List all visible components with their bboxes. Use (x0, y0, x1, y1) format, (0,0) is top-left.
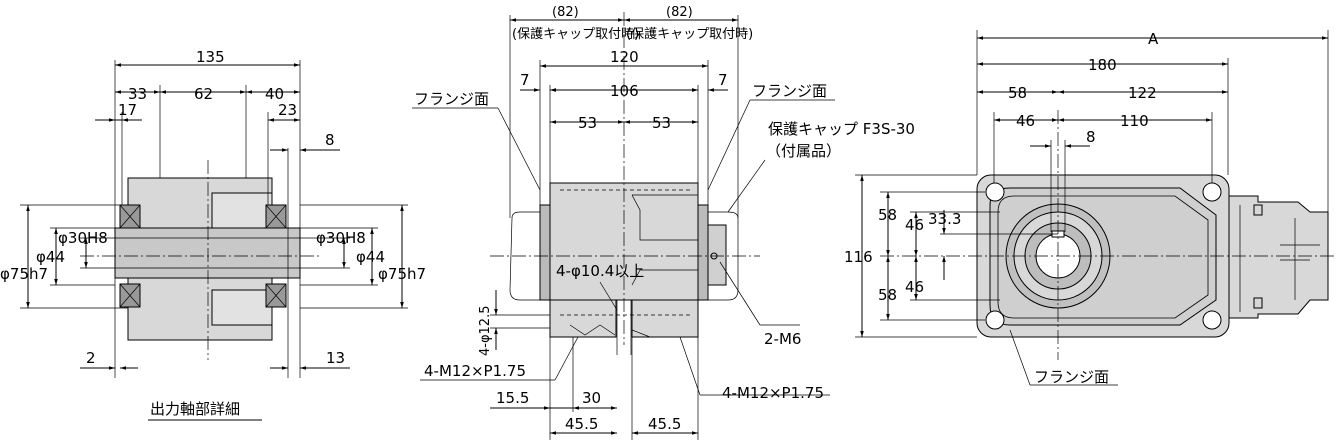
foot-left (549, 299, 617, 338)
left-view: 135 33 62 40 17 23 8 φ75h7 φ44 φ30H8 φ75… (0, 48, 426, 421)
dim-46-upper: 46 (905, 216, 924, 234)
dim-122: 122 (1128, 84, 1157, 102)
bearing-bottom-right (265, 283, 287, 308)
label-m6: 2-M6 (764, 330, 801, 348)
dim-8: 8 (325, 131, 335, 149)
dim-82-left: (82) (552, 5, 579, 20)
dim-phi44-left: φ44 (36, 248, 65, 266)
label-holes: 4-φ10.4以上 (556, 262, 644, 280)
dim-82-left-note: (保護キャップ取付時) (512, 26, 639, 42)
label-flange-left: フランジ面 (414, 90, 489, 108)
label-cap: 保護キャップ F3S-30 (768, 120, 915, 138)
dim-15-5: 15.5 (496, 389, 529, 407)
dim-7-right: 7 (718, 71, 728, 89)
middle-view: (82) (保護キャップ取付時) (82) (保護キャップ取付時) 120 7 … (412, 5, 915, 440)
motor-section (1227, 195, 1329, 319)
dim-46-top: 46 (1016, 112, 1035, 130)
dim-82-right: (82) (666, 5, 693, 20)
bolt-holes (985, 182, 1222, 330)
left-caption: 出力軸部詳細 (150, 400, 240, 418)
dim-bore-left: φ30H8 (58, 229, 108, 247)
dim-2: 2 (86, 349, 96, 367)
dim-58-top: 58 (1008, 84, 1027, 102)
right-view: A 180 58 122 46 110 8 116 58 58 46 46 33… (844, 30, 1335, 386)
dim-8-right: 8 (1086, 128, 1096, 146)
dim-45-5-left: 45.5 (565, 415, 598, 433)
dim-53-left: 53 (578, 114, 597, 132)
left-inner-block-lower (211, 289, 273, 326)
dim-45-5-right: 45.5 (648, 415, 681, 433)
dim-62: 62 (194, 85, 213, 103)
dim-58-upper: 58 (878, 206, 897, 224)
dim-phi44-right: φ44 (356, 248, 385, 266)
dim-106: 106 (610, 82, 639, 100)
dim-phi75-left: φ75h7 (0, 265, 48, 283)
label-cap-note: （付属品） (766, 142, 841, 160)
dim-23: 23 (278, 101, 297, 119)
dim-bore-right: φ30H8 (316, 229, 366, 247)
left-shaft (114, 227, 301, 279)
bearing-bottom-left (119, 283, 141, 308)
dim-82-right-note: (保護キャップ取付時) (626, 26, 753, 42)
label-flange-front: フランジ面 (1034, 368, 1109, 386)
label-m12-right: 4-M12×P1.75 (722, 384, 824, 402)
dim-135: 135 (196, 48, 225, 66)
dim-17: 17 (118, 101, 137, 119)
dim-phi75-right: φ75h7 (378, 265, 426, 283)
bearing-top-left (119, 204, 141, 229)
dim-53-right: 53 (652, 114, 671, 132)
label-flange-right: フランジ面 (752, 82, 827, 100)
left-inner-block (211, 192, 273, 229)
dim-7-left: 7 (520, 71, 530, 89)
foot-right (631, 299, 699, 338)
dim-13: 13 (326, 349, 345, 367)
dim-33: 33 (128, 85, 147, 103)
dim-58-lower: 58 (878, 286, 897, 304)
label-m12-left: 4-M12×P1.75 (424, 362, 526, 380)
dim-120: 120 (610, 48, 639, 66)
dim-116: 116 (844, 248, 873, 266)
dim-46-lower: 46 (905, 278, 924, 296)
dim-A: A (1148, 30, 1159, 48)
dim-33-3: 33.3 (928, 210, 961, 228)
dim-110: 110 (1120, 112, 1149, 130)
dim-30: 30 (582, 389, 601, 407)
dim-180: 180 (1088, 56, 1117, 74)
dim-40: 40 (265, 85, 284, 103)
dim-phi12-5: 4-φ12.5 (478, 306, 493, 356)
bearing-top-right (265, 204, 287, 229)
